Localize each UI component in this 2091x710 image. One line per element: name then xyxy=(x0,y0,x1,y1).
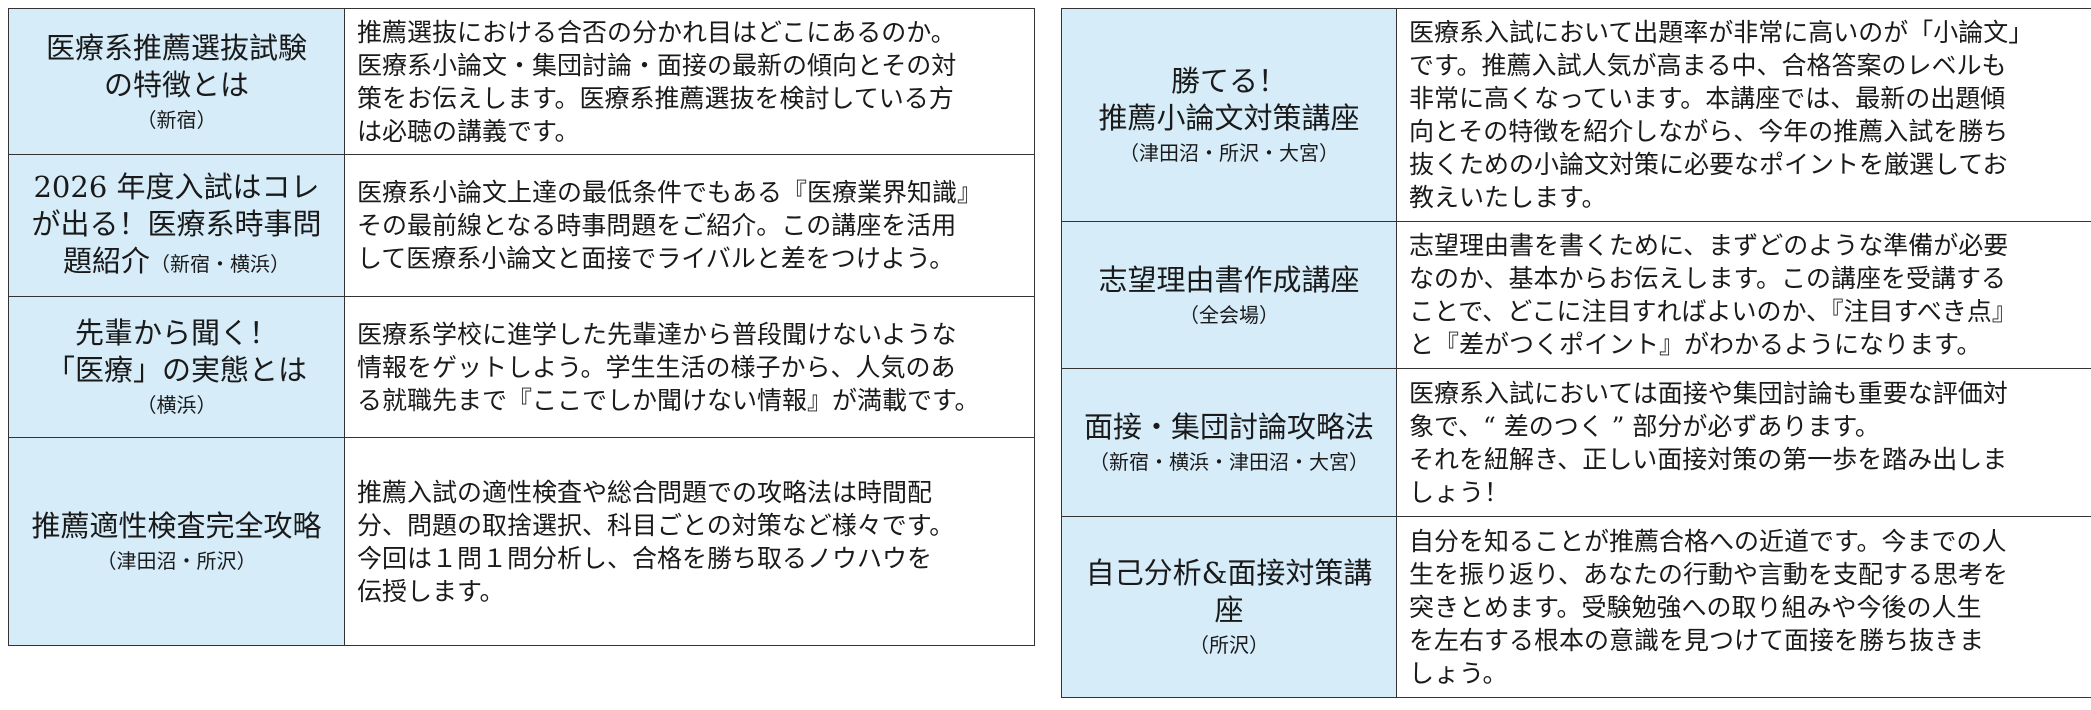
course-title-cell: 2026 年度入試はコレ が出る！医療系時事問 題紹介（新宿・横浜） xyxy=(8,154,345,297)
course-venue: （津田沼・所沢・大宮） xyxy=(1119,141,1339,165)
course-description: 推薦入試の適性検査や総合問題での攻略法は時間配 分、問題の取捨選択、科目ごとの対… xyxy=(357,477,955,606)
course-venue: （横浜） xyxy=(136,393,217,417)
table-row: 推薦適性検査完全攻略 （津田沼・所沢） 推薦入試の適性検査や総合問題での攻略法は… xyxy=(8,437,1035,646)
course-description: 自分を知ることが推薦合格への近道です。今までの人 生を振り返り、あなたの行動や言… xyxy=(1409,526,2009,688)
table-row: 先輩から聞く！ 「医療」の実態とは （横浜） 医療系学校に進学した先輩達から普段… xyxy=(8,296,1035,438)
course-title-cell: 勝てる！ 推薦小論文対策講座 （津田沼・所沢・大宮） xyxy=(1061,8,1397,222)
course-title: 2026 年度入試はコレ が出る！医療系時事問 題紹介（新宿・横浜） xyxy=(31,169,322,278)
table-row: 志望理由書作成講座 （全会場） 志望理由書を書くために、まずどのような準備が必要… xyxy=(1061,221,2091,369)
course-title-cell: 先輩から聞く！ 「医療」の実態とは （横浜） xyxy=(8,296,345,438)
course-description-cell: 医療系学校に進学した先輩達から普段聞けないような 情報をゲットしよう。学生生活の… xyxy=(344,296,1035,438)
course-title-cell: 面接・集団討論攻略法 （新宿・横浜・津田沼・大宮） xyxy=(1061,368,1397,517)
course-title: 面接・集団討論攻略法 xyxy=(1083,410,1374,444)
table-row: 医療系推薦選抜試験 の特徴とは （新宿） 推薦選抜における合否の分かれ目はどこに… xyxy=(8,8,1035,155)
course-description: 推薦選抜における合否の分かれ目はどこにあるのか。 医療系小論文・集団討論・面接の… xyxy=(357,17,957,146)
course-title-cell: 志望理由書作成講座 （全会場） xyxy=(1061,221,1397,369)
course-title: 志望理由書作成講座 xyxy=(1098,262,1360,297)
course-venue: （新宿） xyxy=(136,107,217,132)
course-title: 自己分析&面接対策講座 xyxy=(1085,556,1373,627)
course-description-cell: 医療系入試において出題率が非常に高いのが「小論文」 です。推薦入試人気が高まる中… xyxy=(1396,8,2091,222)
course-title-cell: 医療系推薦選抜試験 の特徴とは （新宿） xyxy=(8,8,345,155)
right-course-table: 勝てる！ 推薦小論文対策講座 （津田沼・所沢・大宮） 医療系入試において出題率が… xyxy=(1061,8,2091,698)
course-venue: （全会場） xyxy=(1179,302,1279,327)
course-description: 志望理由書を書くために、まずどのような準備が必要 なのか、基本からお伝えします。… xyxy=(1409,231,2017,359)
course-title-cell: 推薦適性検査完全攻略 （津田沼・所沢） xyxy=(8,437,345,646)
course-title: 医療系推薦選抜試験 の特徴とは xyxy=(45,30,307,102)
table-row: 2026 年度入試はコレ が出る！医療系時事問 題紹介（新宿・横浜） 医療系小論… xyxy=(8,154,1035,297)
course-description: 医療系学校に進学した先輩達から普段聞けないような 情報をゲットしよう。学生生活の… xyxy=(357,319,980,415)
course-description-cell: 推薦入試の適性検査や総合問題での攻略法は時間配 分、問題の取捨選択、科目ごとの対… xyxy=(344,437,1035,646)
course-description: 医療系入試において出題率が非常に高いのが「小論文」 です。推薦入試人気が高まる中… xyxy=(1409,18,2034,212)
course-description: 医療系小論文上達の最低条件でもある『医療業界知識』 その最前線となる時事問題をご… xyxy=(357,178,983,273)
left-course-table: 医療系推薦選抜試験 の特徴とは （新宿） 推薦選抜における合否の分かれ目はどこに… xyxy=(8,8,1035,646)
course-description-cell: 志望理由書を書くために、まずどのような準備が必要 なのか、基本からお伝えします。… xyxy=(1396,221,2091,369)
table-row: 自己分析&面接対策講座 （所沢） 自分を知ることが推薦合格への近道です。今までの… xyxy=(1061,516,2091,698)
table-row: 面接・集団討論攻略法 （新宿・横浜・津田沼・大宮） 医療系入試においては面接や集… xyxy=(1061,368,2091,517)
table-row: 勝てる！ 推薦小論文対策講座 （津田沼・所沢・大宮） 医療系入試において出題率が… xyxy=(1061,8,2091,222)
course-title-cell: 自己分析&面接対策講座 （所沢） xyxy=(1061,516,1397,698)
course-description-cell: 自分を知ることが推薦合格への近道です。今までの人 生を振り返り、あなたの行動や言… xyxy=(1396,516,2091,698)
course-description-cell: 推薦選抜における合否の分かれ目はどこにあるのか。 医療系小論文・集団討論・面接の… xyxy=(344,8,1035,155)
course-venue: （新宿・横浜・津田沼・大宮） xyxy=(1089,450,1369,474)
course-venue: （津田沼・所沢） xyxy=(96,549,257,573)
course-title: 勝てる！ 推薦小論文対策講座 xyxy=(1098,64,1360,135)
course-description-cell: 医療系小論文上達の最低条件でもある『医療業界知識』 その最前線となる時事問題をご… xyxy=(344,154,1035,297)
course-description: 医療系入試においては面接や集団討論も重要な評価対 象で、“ 差のつく ” 部分が… xyxy=(1409,378,2008,507)
course-title: 先輩から聞く！ 「医療」の実態とは xyxy=(45,316,307,387)
course-description-cell: 医療系入試においては面接や集団討論も重要な評価対 象で、“ 差のつく ” 部分が… xyxy=(1396,368,2091,517)
course-venue: （所沢） xyxy=(1189,633,1269,657)
course-title: 推薦適性検査完全攻略 xyxy=(31,509,322,543)
course-venue: （新宿・横浜） xyxy=(150,251,290,276)
